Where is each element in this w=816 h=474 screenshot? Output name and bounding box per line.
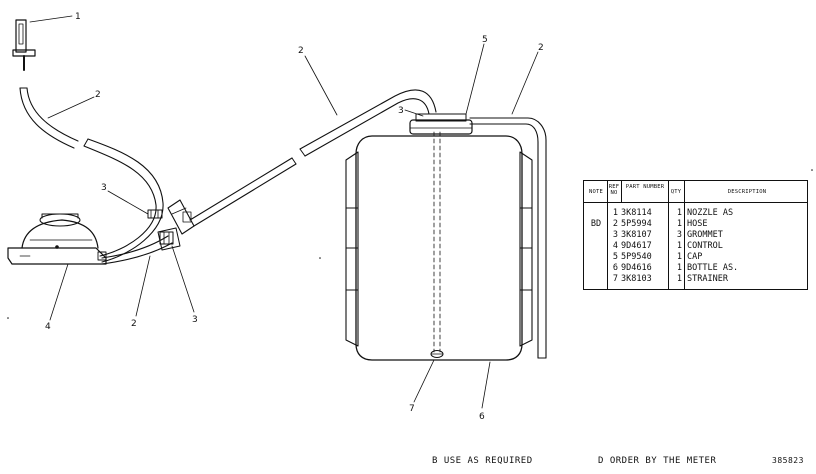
hose-return-side (469, 117, 547, 359)
table-row: BD 2 5P5994 1 HOSE (584, 219, 807, 230)
row-qty: 1 (676, 219, 682, 229)
row-qty: 1 (676, 252, 682, 262)
callout-5: 5 (482, 35, 488, 45)
row-part-number: 5P9540 (621, 252, 652, 262)
footnote-order-by-meter: D ORDER BY THE METER (598, 456, 717, 466)
row-part-number: 5P5994 (621, 219, 652, 229)
header-note: NOTE (588, 189, 604, 195)
row-part-number: 9D4617 (621, 241, 652, 251)
row-qty: 1 (676, 274, 682, 284)
header-ref-no: REF NO (608, 184, 620, 196)
callout-3-cap: 3 (398, 106, 404, 116)
row-qty: 1 (676, 241, 682, 251)
row-part-number: 3K8103 (621, 274, 652, 284)
callout-1: 1 (75, 12, 81, 22)
row-ref: 6 (612, 263, 618, 273)
row-description: NOZZLE AS (687, 208, 734, 218)
grommet-upper (147, 209, 163, 219)
callout-4: 4 (45, 322, 51, 332)
table-row: 1 3K8114 1 NOZZLE AS (584, 208, 807, 219)
table-row: 6 9D4616 1 BOTTLE AS. (584, 263, 807, 274)
footnote-use-as-required: B USE AS REQUIRED (432, 456, 533, 466)
row-description: CONTROL (687, 241, 723, 251)
grommet-lower (159, 231, 174, 245)
row-description: CAP (687, 252, 703, 262)
row-ref: 4 (612, 241, 618, 251)
hose-tee-to-bottle (189, 89, 437, 227)
hose-control-lower (101, 235, 173, 265)
callout-3-grommet-lower: 3 (192, 315, 198, 325)
row-part-number: 3K8107 (621, 230, 652, 240)
row-note: BD (590, 219, 602, 229)
callout-2-lower-hose: 2 (131, 319, 137, 329)
hose-nozzle-segment (19, 87, 79, 149)
row-ref: 5 (612, 252, 618, 262)
parts-table-header: NOTE REF NO PART NUMBER QTY DESCRIPTION (584, 181, 807, 203)
row-ref: 7 (612, 274, 618, 284)
row-ref: 1 (612, 208, 618, 218)
row-description: GROMMET (687, 230, 723, 240)
parts-table: NOTE REF NO PART NUMBER QTY DESCRIPTION … (583, 180, 808, 290)
row-description: BOTTLE AS. (687, 263, 739, 273)
leader-lines (29, 15, 539, 409)
callout-2-nozzle-hose: 2 (95, 90, 101, 100)
table-row: 5 5P9540 1 CAP (584, 252, 807, 263)
callout-2-return-hose: 2 (538, 43, 544, 53)
nozzle (12, 19, 36, 71)
header-qty: QTY (670, 189, 682, 195)
hose-grommet-loop (83, 138, 164, 263)
illustration-id: 385823 (772, 456, 804, 465)
callout-2-long-hose: 2 (298, 46, 304, 56)
row-part-number: 3K8114 (621, 208, 652, 218)
callout-6: 6 (479, 412, 485, 422)
row-description: STRAINER (687, 274, 728, 284)
callout-7: 7 (409, 404, 415, 414)
row-ref: 3 (612, 230, 618, 240)
row-qty: 1 (676, 208, 682, 218)
table-row: 3 3K8107 3 GROMMET (584, 230, 807, 241)
control-valve (7, 213, 107, 265)
header-part-number: PART NUMBER (625, 184, 665, 190)
strainer (430, 350, 444, 358)
row-part-number: 9D4616 (621, 263, 652, 273)
row-qty: 3 (676, 230, 682, 240)
table-row: 4 9D4617 1 CONTROL (584, 241, 807, 252)
row-ref: 2 (612, 219, 618, 229)
table-row: 7 3K8103 1 STRAINER (584, 274, 807, 285)
callout-3-grommet-upper: 3 (101, 183, 107, 193)
bottle-cap (409, 113, 473, 135)
row-description: HOSE (687, 219, 708, 229)
row-qty: 1 (676, 263, 682, 273)
callout-labels: 1 2 2 3 2 5 2 3 3 4 2 7 6 (45, 12, 544, 422)
bottle-assembly (345, 131, 533, 361)
header-description: DESCRIPTION (727, 189, 767, 195)
